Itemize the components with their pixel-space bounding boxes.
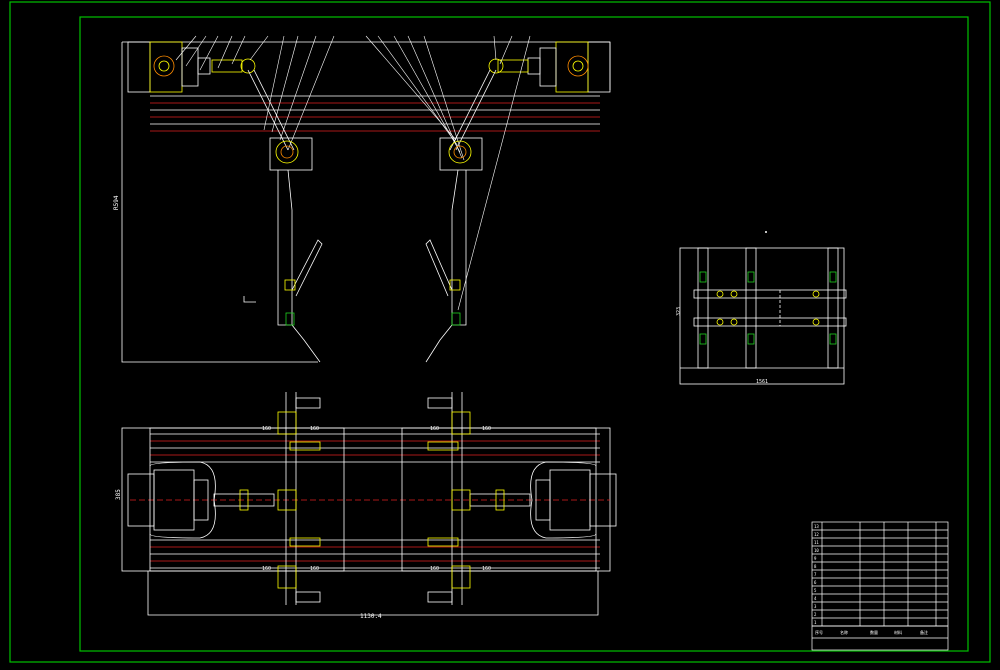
- right-motor-gear: [567, 55, 589, 77]
- plan-height-dim: 385: [115, 489, 122, 500]
- title-block-row-number: 3: [814, 604, 817, 609]
- left-tip: [291, 324, 321, 363]
- plan-label: 160: [430, 566, 439, 572]
- right-motor-hub: [572, 60, 584, 72]
- plan-label: 160: [430, 426, 439, 432]
- plan-left-coupler: [239, 489, 249, 511]
- plan-right-coupler: [495, 489, 505, 511]
- right-pin: [451, 312, 461, 326]
- arrow-icon: [243, 296, 256, 303]
- title-block: 13 12 11 10 9 8 7 6 5 4 3 2 1: [811, 521, 949, 651]
- title-block-row-number: 12: [814, 532, 819, 537]
- plan-width-dim: 1130.4: [360, 613, 382, 620]
- side-height-dim: 323: [676, 307, 682, 316]
- footer-cell: 序号: [815, 629, 823, 635]
- swing-arms: [247, 69, 497, 151]
- height-dim-label: R594: [113, 195, 120, 210]
- plan-dim-frame: [147, 571, 599, 616]
- right-gearbox: [439, 137, 483, 171]
- left-gearbox-wheel: [275, 140, 299, 164]
- center-mark-icon: [765, 231, 767, 233]
- plan-rails: [130, 433, 610, 569]
- plan-left-motor-cap: [193, 479, 209, 521]
- plan-label: 160: [482, 426, 491, 432]
- right-motor-cap: [539, 47, 557, 87]
- right-gearbox-hub: [453, 145, 467, 159]
- plan-label: 160: [262, 566, 271, 572]
- left-motor-base: [127, 41, 151, 93]
- left-blade: [291, 239, 323, 297]
- title-block-row-number: 11: [814, 540, 819, 545]
- drawing-frame: [9, 1, 991, 663]
- left-motor-body: [149, 41, 183, 93]
- inner-border: [79, 16, 969, 652]
- right-tip: [425, 324, 453, 363]
- outer-border: [9, 1, 991, 663]
- title-block-footer: 序号 名称 数量 材料 备注: [815, 629, 928, 635]
- side-outline: [679, 247, 845, 385]
- right-leg: [451, 169, 467, 326]
- title-block-row-number: 1: [814, 620, 817, 625]
- front-view: [121, 35, 611, 363]
- side-upper-bar: [693, 289, 847, 299]
- right-gearbox-wheel: [448, 140, 472, 164]
- plan-outline: [121, 427, 611, 572]
- plan-label: 160: [310, 426, 319, 432]
- side-pins: [699, 271, 837, 345]
- left-clamp: [284, 279, 296, 291]
- side-posts: [697, 247, 839, 369]
- plan-right-post: [427, 392, 471, 605]
- footer-cell: 名称: [840, 629, 848, 635]
- plan-right-housing: [530, 461, 597, 539]
- right-motor-base: [587, 41, 611, 93]
- left-motor-hub: [158, 60, 170, 72]
- footer-cell: 数量: [870, 629, 878, 635]
- plan-label: 160: [310, 566, 319, 572]
- front-outline: [121, 42, 318, 363]
- title-block-row-number: 10: [814, 548, 819, 553]
- title-block-row-number: 6: [814, 580, 817, 585]
- title-block-row-number: 13: [814, 524, 819, 529]
- title-block-row-number: 9: [814, 556, 817, 561]
- title-block-row-number: 2: [814, 612, 817, 617]
- left-motor-cap: [181, 47, 199, 87]
- left-shaft: [211, 59, 243, 73]
- plan-left-post: [277, 392, 321, 605]
- title-block-row-number: 5: [814, 588, 817, 593]
- plan-label: 160: [262, 426, 271, 432]
- plan-view: [121, 392, 617, 616]
- plan-left-shaft: [213, 493, 275, 507]
- left-joint: [240, 58, 256, 74]
- right-shaft: [497, 59, 529, 73]
- right-clamp: [449, 279, 461, 291]
- title-block-rows: 13 12 11 10 9 8 7 6 5 4 3 2 1: [812, 524, 948, 627]
- leader-lines: [175, 35, 531, 311]
- side-width-dim: 1561: [756, 379, 768, 385]
- plan-right-frame: [401, 427, 597, 572]
- left-pin: [285, 312, 295, 326]
- left-leg: [277, 169, 293, 326]
- side-view: [679, 247, 847, 385]
- right-blade: [425, 239, 453, 297]
- title-block-row-number: 4: [814, 596, 817, 601]
- left-motor-gear: [153, 55, 175, 77]
- left-gearbox: [269, 137, 313, 171]
- left-coupling: [197, 57, 211, 75]
- title-block-row-number: 8: [814, 564, 817, 569]
- plan-dim-labels: 160 160 160 160 160 160 160 160: [262, 426, 491, 572]
- right-coupling: [527, 57, 541, 75]
- right-joint: [488, 58, 504, 74]
- footer-cell: 材料: [894, 629, 902, 635]
- title-block-row-number: 7: [814, 572, 817, 577]
- side-lower-bar: [693, 317, 847, 327]
- plan-label: 160: [482, 566, 491, 572]
- front-rails: [150, 95, 600, 132]
- footer-cell: 备注: [920, 629, 928, 635]
- plan-right-motor-cap: [535, 479, 551, 521]
- left-gearbox-hub: [280, 145, 294, 159]
- plan-left-frame: [149, 427, 345, 572]
